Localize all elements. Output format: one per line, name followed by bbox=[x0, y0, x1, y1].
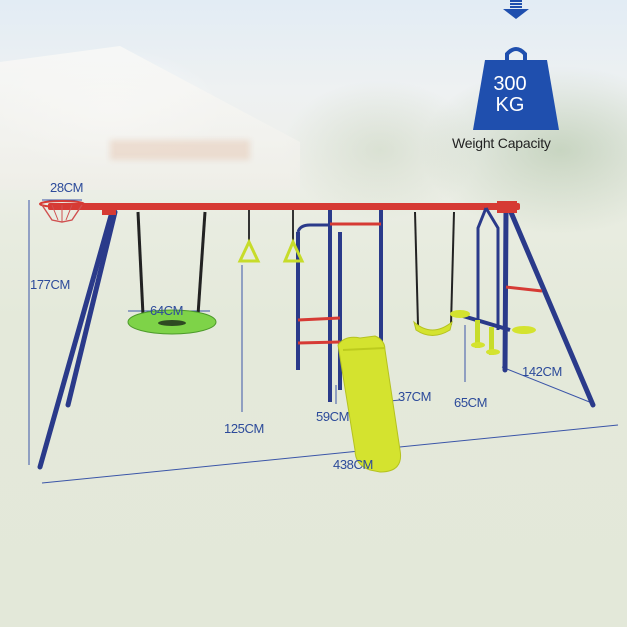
weight-value: 300 bbox=[493, 73, 527, 95]
blurred-roof bbox=[110, 140, 250, 160]
gym-rings bbox=[237, 210, 305, 263]
top-beam bbox=[48, 203, 520, 210]
ring-height-label: 125CM bbox=[224, 421, 264, 436]
glider-seesaw bbox=[450, 207, 536, 355]
nest-swing-diameter-label: 64CM bbox=[150, 303, 184, 318]
dimension-lines bbox=[28, 199, 619, 484]
overall-length-label: 438CM bbox=[333, 457, 373, 472]
ladder-rungs bbox=[297, 222, 381, 345]
weight-handle-icon bbox=[505, 47, 527, 60]
height-label: 177CM bbox=[30, 277, 70, 292]
slide bbox=[337, 335, 402, 473]
weight-value-text: 300 KG bbox=[480, 74, 540, 116]
slide-width-label: 37CM bbox=[398, 389, 432, 404]
nest-swing bbox=[127, 211, 217, 335]
weight-capacity-badge bbox=[473, 0, 559, 130]
belt-swing bbox=[413, 211, 455, 336]
left-a-frame bbox=[37, 209, 118, 470]
weight-capacity-label: Weight Capacity bbox=[452, 135, 551, 151]
hoop-width-label: 28CM bbox=[50, 180, 84, 195]
down-arrow-icon bbox=[503, 0, 529, 19]
weight-unit: KG bbox=[495, 94, 525, 116]
basketball-hoop bbox=[39, 200, 85, 223]
climbing-frame bbox=[296, 210, 383, 402]
seesaw-height-label: 65CM bbox=[454, 395, 488, 410]
slide-height-label: 59CM bbox=[316, 409, 350, 424]
right-crossbar bbox=[505, 285, 543, 293]
weight-icon bbox=[473, 60, 559, 130]
right-a-frame bbox=[502, 207, 596, 408]
depth-label: 142CM bbox=[522, 364, 562, 379]
